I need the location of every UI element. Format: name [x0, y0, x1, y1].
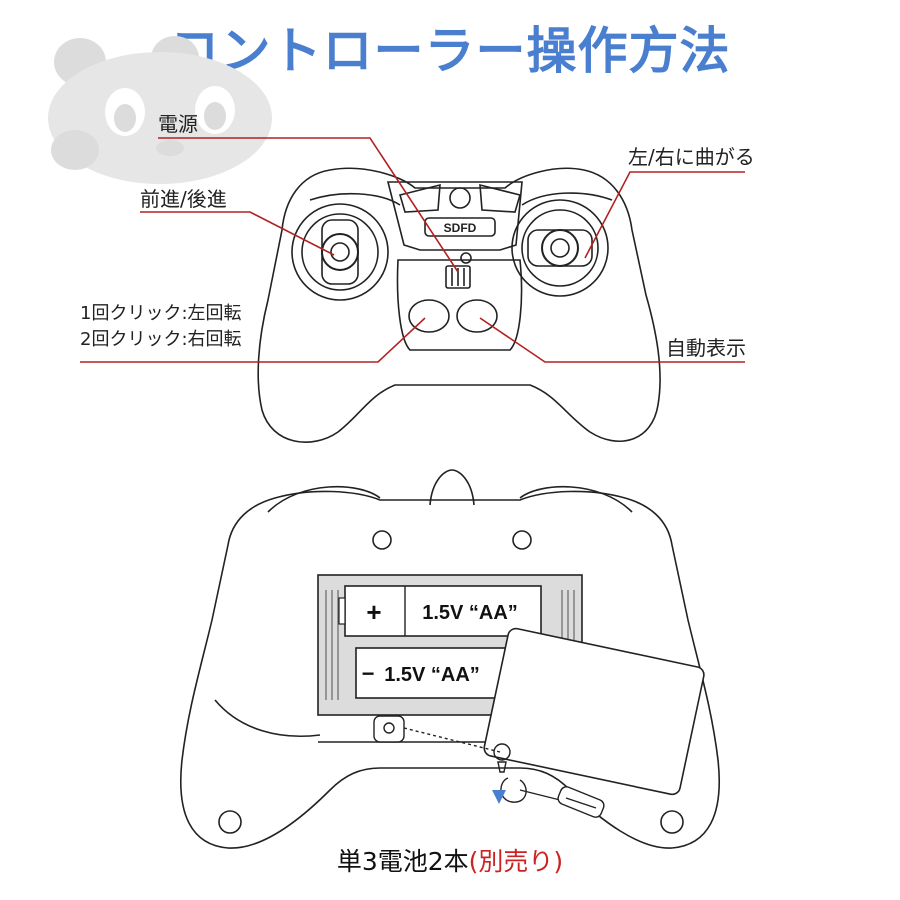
battery-minus-sign: − — [362, 661, 375, 686]
arrow-down-icon — [492, 790, 506, 804]
battery-bottom-spec: 1.5V “AA” — [384, 664, 480, 686]
label-click-line1: 1回クリック:左回転 — [80, 303, 242, 324]
label-power: 電源 — [158, 112, 198, 136]
battery-top-spec: 1.5V “AA” — [422, 602, 518, 624]
battery-caption: 単3電池2本(別売り) — [0, 842, 900, 878]
label-turn: 左/右に曲がる — [628, 145, 755, 169]
leader-lines — [80, 137, 745, 363]
label-forward-back: 前進/後進 — [140, 187, 227, 211]
screwdriver-icon — [403, 727, 605, 818]
controller-front — [257, 167, 661, 443]
leader-forward-back — [140, 211, 335, 256]
caption-main: 単3電池2本 — [336, 847, 469, 876]
leader-turn — [584, 171, 745, 259]
battery-bottom — [355, 647, 507, 699]
battery-lid — [483, 627, 705, 796]
leader-power — [158, 137, 459, 273]
battery-top — [344, 585, 542, 637]
label-auto-demo: 自動表示 — [666, 336, 746, 360]
page-title: コントローラー操作方法 — [169, 22, 731, 80]
logo-text: SDFD — [444, 221, 477, 235]
panda-watermark-icon — [48, 36, 272, 184]
caption-note: (別売り) — [468, 847, 564, 876]
leader-click — [80, 317, 426, 363]
leader-auto — [479, 317, 745, 363]
label-click-line2: 2回クリック:右回転 — [80, 329, 242, 350]
battery-plus-sign: + — [366, 597, 381, 627]
